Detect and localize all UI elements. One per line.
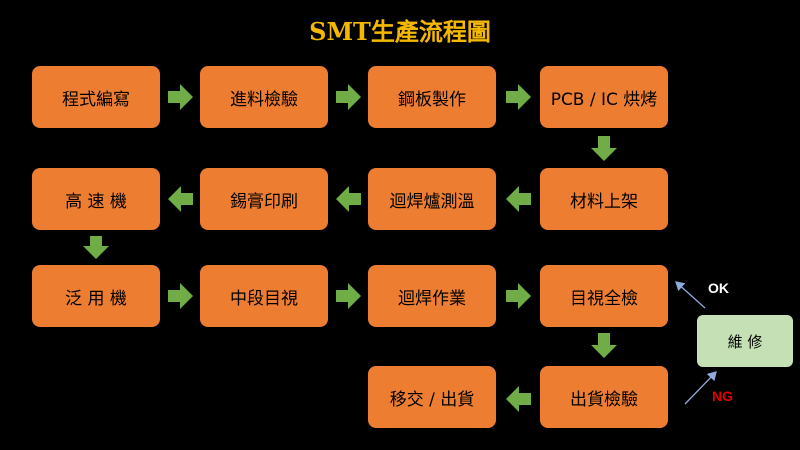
step-material-loading: 材料上架 xyxy=(540,168,668,230)
arrow-left-2 xyxy=(336,186,361,212)
arrow-down-2 xyxy=(83,236,109,259)
step-solder-paste-printing: 錫膏印刷 xyxy=(200,168,328,230)
step-shipping-inspection: 出貨檢驗 xyxy=(540,366,668,428)
arrow-down-3 xyxy=(591,333,617,358)
repair-box: 維 修 xyxy=(697,315,793,367)
step-stencil-making: 鋼板製作 xyxy=(368,66,496,128)
connector-ng xyxy=(684,371,717,405)
arrow-right-5 xyxy=(336,283,361,309)
step-reflow-profiling: 迴焊爐測溫 xyxy=(368,168,496,230)
step-high-speed-machine: 高 速 機 xyxy=(32,168,160,230)
arrow-right-2 xyxy=(336,84,361,110)
step-general-purpose-machine: 泛 用 機 xyxy=(32,265,160,327)
arrow-right-3 xyxy=(506,84,531,110)
arrow-left-1 xyxy=(506,186,531,212)
step-mid-visual-inspection: 中段目視 xyxy=(200,265,328,327)
ok-label: OK xyxy=(708,280,729,296)
step-handover-shipping: 移交 / 出貨 xyxy=(368,366,496,428)
diagram-title: SMT生產流程圖 xyxy=(309,17,491,46)
step-pcb-ic-baking: PCB / IC 烘烤 xyxy=(540,66,668,128)
step-program-writing: 程式編寫 xyxy=(32,66,160,128)
ng-label: NG xyxy=(712,388,733,404)
arrow-left-3 xyxy=(168,186,193,212)
arrow-right-4 xyxy=(168,283,193,309)
arrow-down-1 xyxy=(591,136,617,161)
arrow-right-1 xyxy=(168,84,193,110)
arrow-right-6 xyxy=(506,283,531,309)
connector-ok xyxy=(675,281,706,309)
step-reflow-operation: 迴焊作業 xyxy=(368,265,496,327)
arrow-left-4 xyxy=(506,386,531,412)
step-full-visual-inspection: 目視全檢 xyxy=(540,265,668,327)
step-incoming-inspection: 進料檢驗 xyxy=(200,66,328,128)
